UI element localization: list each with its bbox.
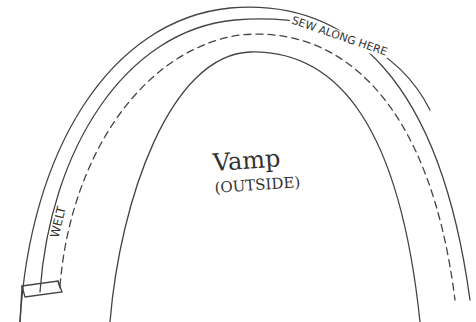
stitch-line (60, 34, 455, 300)
welt-end (22, 281, 62, 297)
welt-outer-edge (20, 7, 470, 322)
welt-end-side (20, 281, 60, 322)
vamp-edge (110, 52, 420, 322)
part-note: (OUTSIDE) (214, 174, 301, 196)
welt-inner-edge (40, 19, 430, 292)
stitch-note: SEW ALONG HERE (288, 14, 391, 59)
part-label: WELT (48, 203, 69, 241)
part-label: Vamp (212, 145, 281, 176)
